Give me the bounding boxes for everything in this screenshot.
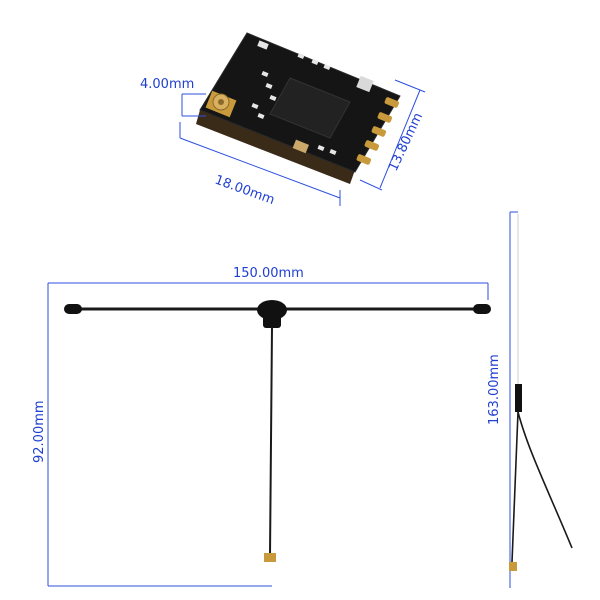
lead-cable-right — [517, 411, 573, 549]
connector-height-label: 4.00mm — [140, 77, 194, 92]
antenna-right-tip — [473, 304, 491, 314]
ufl-connector — [205, 90, 237, 118]
board-dimension-lines — [179, 79, 426, 206]
receiver-board — [196, 32, 401, 184]
antenna-left-tip — [64, 304, 82, 314]
lead-antenna — [509, 211, 573, 588]
antenna-drop-label: 92.00mm — [32, 400, 47, 463]
solder-pads — [356, 97, 400, 165]
antenna-ufl-plug — [264, 553, 276, 562]
t-antenna — [47, 282, 491, 587]
lead-ufl-plug — [509, 562, 517, 571]
antenna-feed-cable — [269, 326, 273, 556]
main-chip — [269, 77, 351, 139]
antenna-span-label: 150.00mm — [233, 266, 304, 281]
lead-length-label: 163.00mm — [487, 354, 502, 425]
lead-cable-left — [511, 411, 519, 563]
board-edge — [196, 110, 355, 184]
bind-button — [356, 75, 374, 93]
lead-tip — [515, 384, 522, 412]
silkscreen-pads — [251, 40, 337, 155]
board-width-line — [394, 79, 426, 93]
board-length-label: 18.00mm — [213, 173, 277, 208]
board-width-label: 13.80mm — [386, 111, 426, 174]
crystal — [292, 139, 309, 154]
